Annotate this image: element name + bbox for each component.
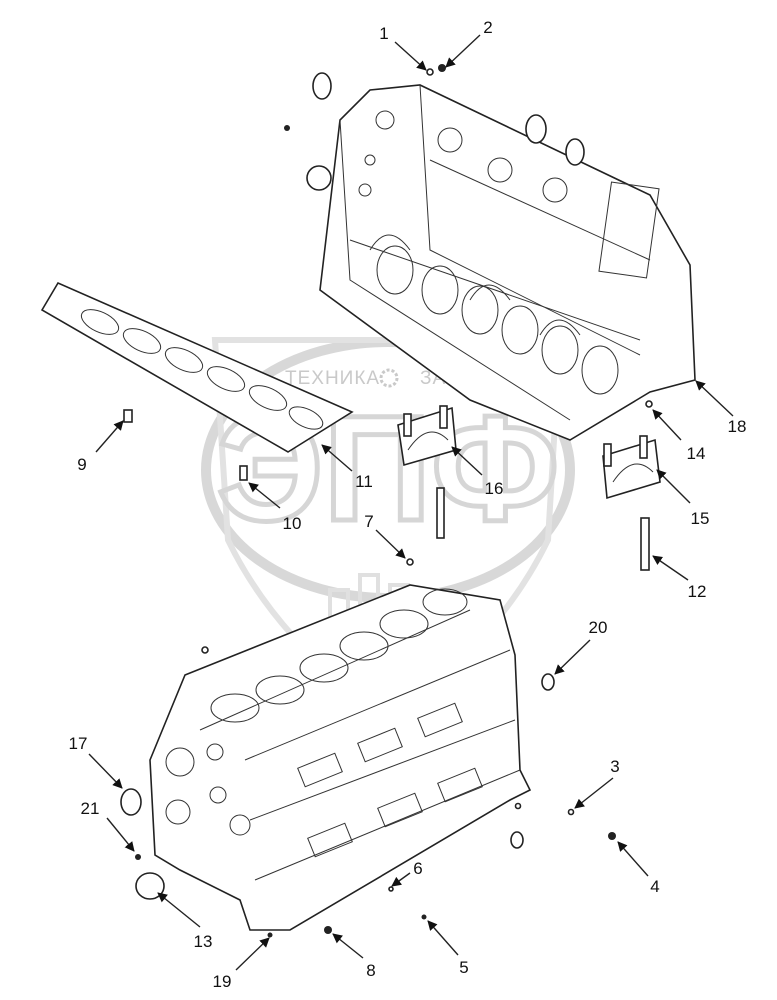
plug-10 [239, 465, 248, 481]
callout-15: 15 [691, 509, 710, 528]
callout-labels: 1 2 3 4 5 6 7 8 9 10 11 12 13 14 15 16 1… [69, 18, 747, 991]
leader-lines [88, 34, 734, 971]
watermark-left-text: ТЕХНИКА [285, 368, 380, 389]
seal-ring [312, 72, 332, 100]
callout-8: 8 [366, 961, 375, 980]
callout-18: 18 [728, 417, 747, 436]
o-ring [510, 831, 524, 849]
seal-ring [525, 114, 547, 144]
callout-13: 13 [194, 932, 213, 951]
upper-engine-block [284, 64, 696, 441]
o-ring-20 [541, 673, 555, 691]
lower-engine-block [149, 584, 532, 931]
plug-5 [421, 914, 427, 920]
callout-1: 1 [379, 24, 388, 43]
callout-4: 4 [650, 877, 659, 896]
plug-7 [406, 558, 414, 566]
callout-6: 6 [413, 859, 422, 878]
callout-10: 10 [283, 514, 302, 533]
callout-20: 20 [589, 618, 608, 637]
plug-4 [608, 832, 616, 840]
plug-14 [645, 400, 653, 408]
oil-pan-gasket [40, 281, 354, 453]
seal-ring [565, 138, 585, 166]
callout-17: 17 [69, 734, 88, 753]
main-bearing-bolt [436, 487, 445, 539]
plug-6 [388, 886, 394, 892]
cup-plug-13 [135, 872, 165, 900]
plug-8 [324, 926, 332, 934]
seal-ring-17 [120, 788, 142, 816]
bearing-cap-15 [602, 435, 661, 500]
callout-21: 21 [81, 799, 100, 818]
callout-9: 9 [77, 455, 86, 474]
plug-21 [135, 854, 141, 860]
callout-14: 14 [687, 444, 706, 463]
callout-2: 2 [483, 18, 492, 37]
plug-9 [123, 409, 133, 423]
gear-icon [379, 368, 399, 388]
callout-3: 3 [610, 757, 619, 776]
cup-plug [306, 165, 332, 191]
callout-5: 5 [459, 958, 468, 977]
plug-19 [267, 932, 273, 938]
callout-19: 19 [213, 972, 232, 991]
callout-16: 16 [485, 479, 504, 498]
main-bearing-bolt [640, 517, 650, 571]
callout-11: 11 [355, 472, 373, 491]
callout-12: 12 [688, 582, 707, 601]
callout-7: 7 [364, 512, 373, 531]
plug-3 [567, 808, 575, 816]
